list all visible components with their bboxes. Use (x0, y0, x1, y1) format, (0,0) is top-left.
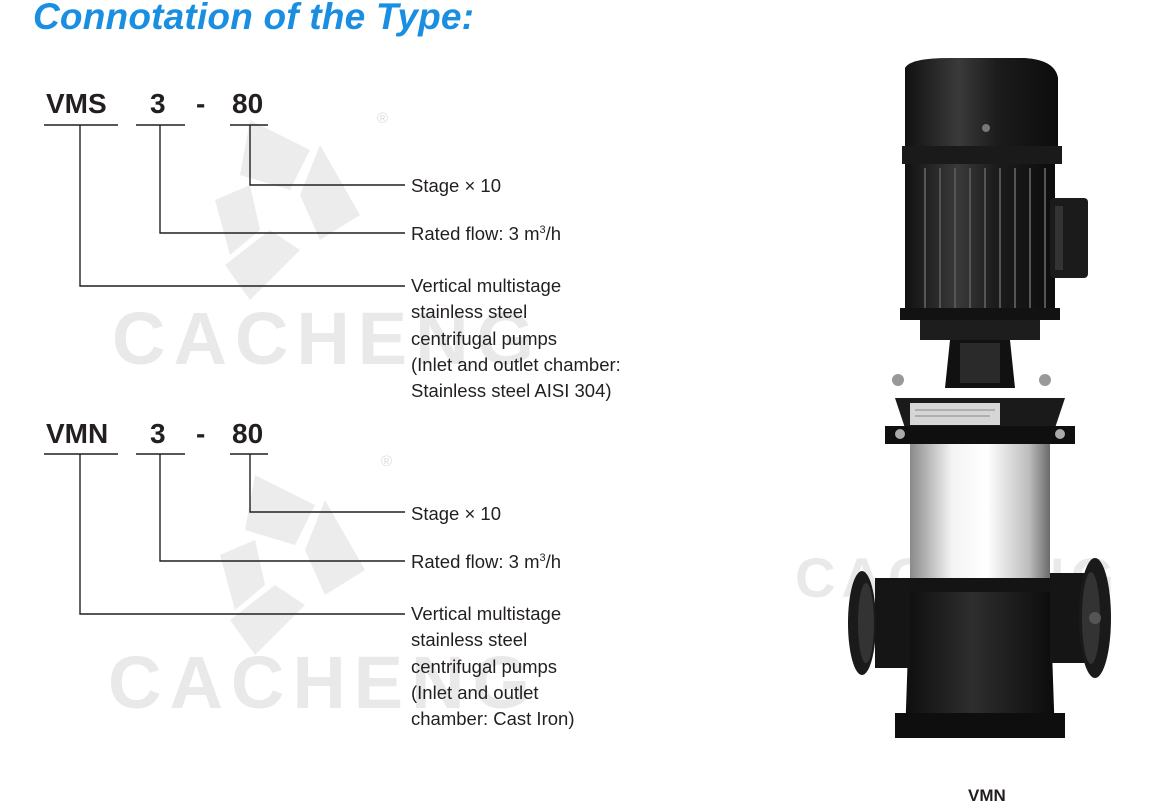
series-description-line: (Inlet and outlet (411, 681, 539, 703)
code-flow: 3 (150, 418, 166, 449)
series-description-line: centrifugal pumps (411, 327, 558, 349)
code-flow: 3 (150, 88, 166, 119)
stage-description-text: Stage × 10 (411, 503, 502, 524)
connector-flow (159, 125, 405, 234)
series-description: Vertical multistage stainless steel cent… (411, 273, 621, 404)
connector-series (79, 125, 405, 287)
flow-description-text: Rated flow: 3 m (411, 551, 540, 572)
flow-unit-suffix: /h (545, 223, 562, 244)
code-stage: 80 (232, 88, 264, 119)
connector-flow (159, 454, 405, 562)
stage-description: Stage × 10 (411, 501, 501, 527)
code-series: VMN (46, 418, 109, 449)
series-description-line: stainless steel (411, 301, 528, 323)
flow-unit-superscript: 3 (539, 552, 546, 564)
pump-base (848, 558, 1111, 738)
pump-sleeve (910, 444, 1050, 584)
flow-unit-suffix: /h (545, 551, 562, 572)
page-title: Connotation of the Type: (33, 0, 475, 37)
series-description-line: stainless steel (411, 629, 528, 651)
connector-series (79, 454, 405, 615)
flow-description: Rated flow: 3 m3/h (411, 549, 561, 575)
stage-description-text: Stage × 10 (411, 175, 502, 196)
pump-illustration (848, 58, 1111, 738)
code-series: VMS (46, 88, 107, 119)
flow-description: Rated flow: 3 m3/h (411, 221, 561, 247)
pump-motor (900, 58, 1088, 320)
series-description-line: Stainless steel AISI 304) (411, 380, 612, 402)
code-dash: - (196, 88, 206, 119)
series-description: Vertical multistage stainless steel cent… (411, 601, 574, 732)
code-stage: 80 (232, 418, 264, 449)
series-description-line: Vertical multistage (411, 275, 562, 296)
flow-unit-superscript: 3 (539, 224, 546, 236)
series-description-line: centrifugal pumps (411, 655, 558, 677)
code-dash: - (196, 418, 206, 449)
connector-stage (249, 454, 405, 513)
series-description-line: chamber: Cast Iron) (411, 708, 575, 730)
series-description-line: (Inlet and outlet chamber: (411, 353, 621, 375)
stage-description: Stage × 10 (411, 173, 501, 199)
pump-coupling (885, 320, 1075, 444)
connector-stage (249, 125, 405, 186)
product-caption: VMN (968, 786, 1006, 805)
series-description-line: Vertical multistage (411, 603, 562, 624)
flow-description-text: Rated flow: 3 m (411, 223, 540, 244)
